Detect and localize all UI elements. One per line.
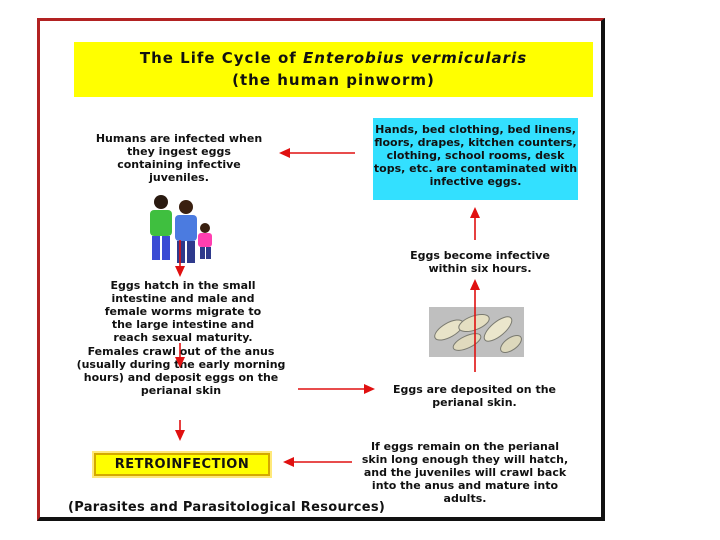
step-infection: Humans are infected when they ingest egg… — [95, 132, 263, 184]
retroinfection-label: RETROINFECTION — [94, 453, 270, 476]
arrow-crawl-to-deposited — [298, 384, 375, 394]
title-prefix: The Life Cycle of — [139, 49, 304, 67]
title-species: Enterobius vermicularis — [303, 49, 528, 67]
title-line-2: (the human pinworm) — [232, 71, 435, 89]
step-retroinfection: If eggs remain on the perianal skin long… — [361, 440, 569, 505]
arrow-crawl-to-retro — [175, 420, 185, 441]
citation: (Parasites and Parasitological Resources… — [68, 500, 386, 515]
arrow-infective-to-contam — [470, 207, 480, 240]
step-deposited: Eggs are deposited on the perianal skin. — [392, 383, 557, 409]
arrow-hatch-to-crawl — [175, 343, 185, 368]
arrow-infection-to-hatch — [175, 240, 185, 277]
step-hatch: Eggs hatch in the small intestine and ma… — [104, 279, 262, 344]
slide-frame — [37, 18, 605, 521]
title-banner: The Life Cycle of Enterobius vermiculari… — [74, 42, 593, 97]
arrow-contam-to-infection — [279, 148, 355, 158]
step-contamination: Hands, bed clothing, bed linens, floors,… — [373, 118, 578, 200]
step-infective: Eggs become infective within six hours. — [410, 249, 550, 275]
step-crawl: Females crawl out of the anus (usually d… — [76, 345, 286, 397]
arrow-retro-desc-to-label — [283, 457, 352, 467]
title-line-1: The Life Cycle of Enterobius vermiculari… — [74, 47, 593, 69]
arrow-deposited-to-micrograph — [470, 279, 480, 372]
